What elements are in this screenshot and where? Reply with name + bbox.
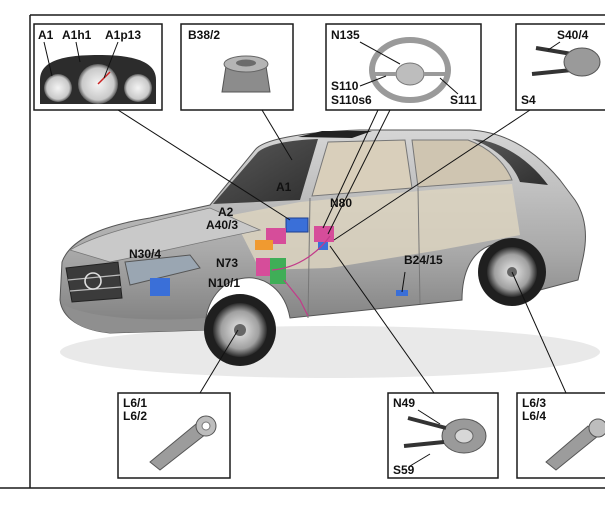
label-pointer (547, 41, 561, 51)
leader-line (511, 271, 567, 394)
front-bumper (64, 305, 205, 333)
grille-bar (67, 274, 121, 281)
label-pointer (359, 75, 387, 87)
leader-line (199, 329, 239, 394)
sensor-lens (236, 59, 256, 67)
module-a1-cluster (285, 217, 309, 233)
front-door-window (311, 139, 413, 197)
label-pointer (359, 41, 401, 65)
leader-line (322, 109, 379, 229)
car-shadow (60, 326, 600, 378)
label-pointer (103, 41, 119, 79)
sensor-eyelet-hole (201, 421, 211, 431)
rear-window (472, 139, 548, 185)
callout-n30-4: N30/4 (129, 247, 161, 261)
steering-rim (369, 37, 451, 103)
callout-a40-3: A40/3 (206, 218, 238, 232)
switch-stalk (407, 416, 447, 430)
callout-n10-1: N10/1 (208, 276, 240, 290)
label-pointer (43, 41, 53, 77)
label-l6-1: L6/1 (123, 396, 147, 410)
leader-line (329, 245, 435, 394)
label-pointer (417, 409, 441, 425)
label-n135: N135 (331, 28, 360, 42)
door-seam (417, 187, 421, 305)
label-pointer (75, 41, 81, 63)
inset-rain-light-sensor: B38/2 (180, 23, 294, 111)
switch-ring (563, 47, 601, 77)
module-steering (318, 242, 328, 250)
callout-n73: N73 (216, 256, 238, 270)
leader-line (333, 109, 531, 241)
leader-line (261, 109, 293, 161)
label-a1p13: A1p13 (105, 28, 141, 42)
inset-combination-switch: S40/4 S4 (515, 23, 605, 111)
label-s59: S59 (393, 463, 415, 477)
label-b38-2: B38/2 (188, 28, 220, 42)
label-l6-2: L6/2 (123, 409, 147, 423)
label-s111: S111 (450, 93, 477, 107)
switch-stalk (531, 68, 573, 76)
leader-line (401, 271, 406, 293)
inset-steering-wheel: N135 S110 S110s6 S111 (325, 23, 482, 111)
label-l6-3: L6/3 (522, 396, 546, 410)
leader-line (117, 109, 291, 221)
label-n49: N49 (393, 396, 415, 410)
clock-spring-center (454, 428, 474, 444)
inset-front-wheel-speed-sensor: L6/1 L6/2 (117, 392, 231, 479)
inset-rear-wheel-speed-sensor: L6/3 L6/4 (516, 392, 605, 479)
label-a1: A1 (38, 28, 54, 42)
star-emblem (84, 272, 102, 290)
inset-instrument-cluster: A1 A1h1 A1p13 (33, 23, 163, 111)
switch-stalk (403, 440, 445, 448)
door-seam (307, 197, 311, 319)
sensor-eyelet (588, 418, 605, 438)
leader-lines (117, 109, 567, 394)
label-s40-4: S40/4 (557, 28, 589, 42)
wiring-loom (271, 235, 331, 317)
label-pointer (409, 453, 431, 467)
label-s110s6: S110s6 (331, 93, 372, 107)
headlamp (124, 254, 201, 286)
interior-cutaway (232, 184, 520, 270)
module-n30-4 (150, 278, 170, 296)
module-n73 (256, 258, 272, 276)
gauge-right (124, 74, 152, 102)
module-a40-3 (255, 240, 273, 250)
label-pointer (439, 77, 459, 95)
callout-a1: A1 (276, 180, 292, 194)
front-wheel-hub (234, 324, 246, 336)
leader-line (327, 109, 391, 235)
callout-b24-15: B24/15 (404, 253, 443, 267)
sunroof (298, 131, 372, 138)
gauge-left (44, 74, 72, 102)
module-n10-1 (270, 258, 286, 284)
callout-n80: N80 (330, 196, 352, 210)
rear-door-window (411, 139, 513, 188)
label-a1h1: A1h1 (62, 28, 92, 42)
label-l6-4: L6/4 (522, 409, 546, 423)
inset-clock-spring: N49 S59 (387, 392, 499, 479)
module-b24-15 (396, 290, 408, 296)
hood (69, 207, 262, 263)
label-s110: S110 (331, 79, 359, 93)
label-s4: S4 (521, 93, 536, 107)
steering-hub (395, 62, 425, 86)
callout-a2: A2 (218, 205, 234, 219)
front-grille (65, 261, 123, 303)
switch-stalk (535, 46, 573, 56)
